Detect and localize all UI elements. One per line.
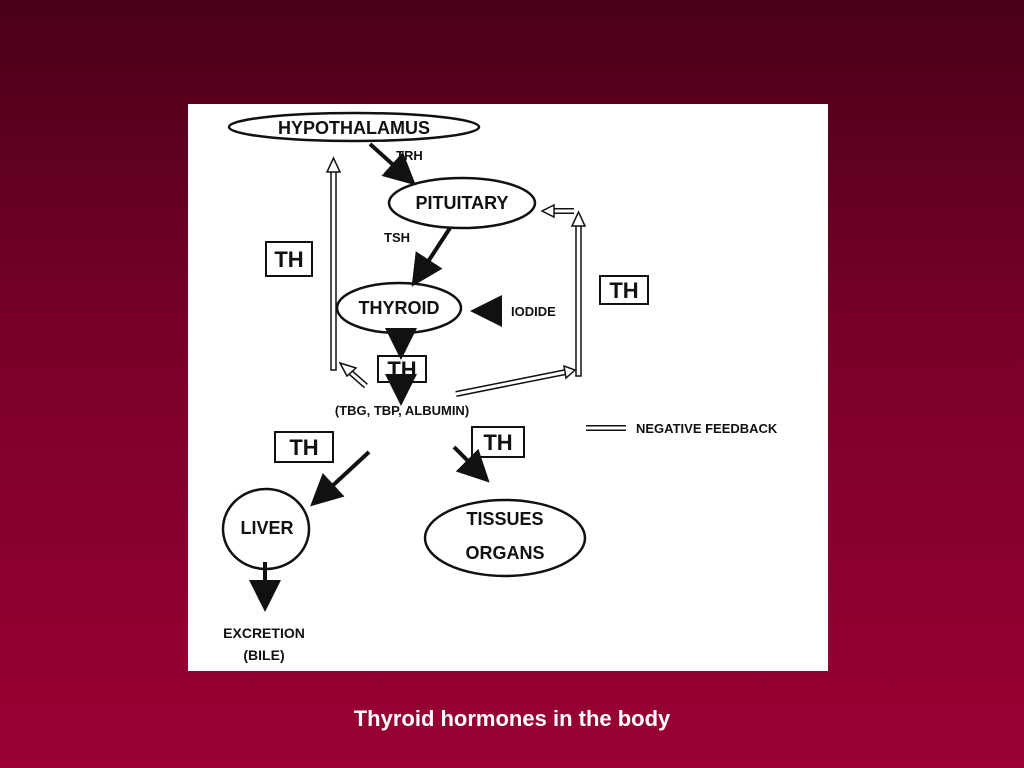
pituitary-node: PITUITARY xyxy=(387,176,537,230)
liver-node: LIVER xyxy=(221,487,311,571)
th-to-left-feedback-arrow xyxy=(338,361,368,389)
tissues-organs-node: TISSUES ORGANS xyxy=(423,498,587,578)
liver-label: LIVER xyxy=(240,518,293,538)
tsh-label: TSH xyxy=(384,230,410,245)
to-tissues-arrow xyxy=(452,445,490,483)
th-box-left-feedback: TH xyxy=(265,241,313,277)
iodide-label: IODIDE xyxy=(511,304,556,319)
negative-feedback-legend: NEGATIVE FEEDBACK xyxy=(586,421,778,436)
negative-feedback-label: NEGATIVE FEEDBACK xyxy=(636,421,778,436)
binding-proteins-label: (TBG, TBP, ALBUMIN) xyxy=(335,403,469,418)
slide-caption: Thyroid hormones in the body xyxy=(353,706,671,731)
svg-text:TH: TH xyxy=(387,357,416,382)
th-box-tissue-branch: TH xyxy=(471,426,525,458)
right-feedback-arrow xyxy=(455,203,587,397)
trh-arrow xyxy=(368,142,416,186)
svg-text:TH: TH xyxy=(483,430,512,455)
svg-text:TH: TH xyxy=(289,435,318,460)
thyroid-hormone-diagram: HYPOTHALAMUS TRH PITUITARY TSH THYROID I… xyxy=(188,104,828,671)
organs-label: ORGANS xyxy=(465,543,544,563)
th-box-center: TH xyxy=(377,355,427,383)
svg-text:TH: TH xyxy=(274,247,303,272)
to-liver-arrow xyxy=(310,450,371,507)
tsh-arrow xyxy=(411,226,452,287)
excretion-label: EXCRETION xyxy=(223,625,305,641)
hypothalamus-node: HYPOTHALAMUS xyxy=(227,111,481,143)
trh-label: TRH xyxy=(396,148,423,163)
th-box-liver-branch: TH xyxy=(274,431,334,463)
left-feedback-arrow xyxy=(325,156,342,371)
pituitary-label: PITUITARY xyxy=(416,193,509,213)
tissues-label: TISSUES xyxy=(466,509,543,529)
th-box-right-feedback: TH xyxy=(599,275,649,305)
thyroid-label: THYROID xyxy=(359,298,440,318)
svg-text:TH: TH xyxy=(609,278,638,303)
bile-label: (BILE) xyxy=(243,647,284,663)
hypothalamus-label: HYPOTHALAMUS xyxy=(278,118,430,138)
thyroid-node: THYROID xyxy=(335,281,463,335)
